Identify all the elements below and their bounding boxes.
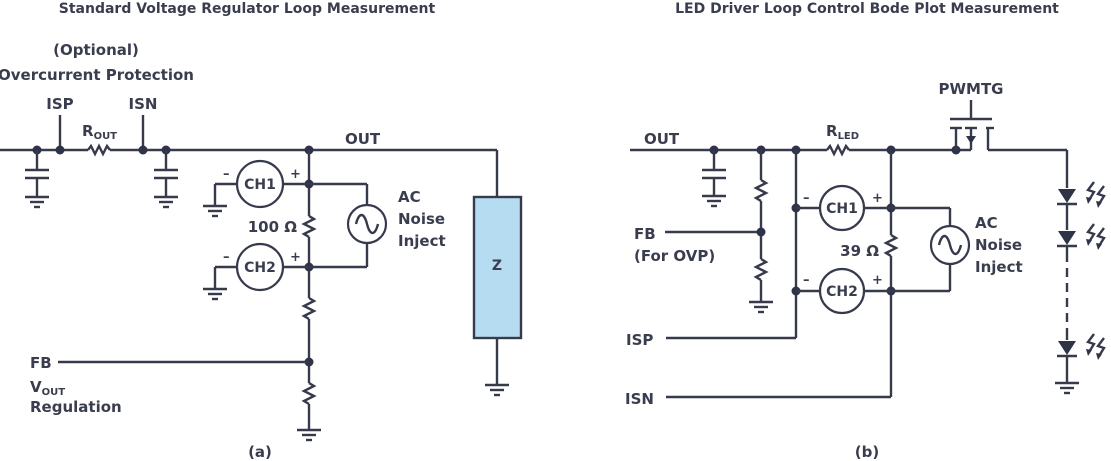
isn-label-b: ISN bbox=[625, 390, 654, 408]
svg-text:–: – bbox=[223, 167, 230, 182]
led-string bbox=[1053, 150, 1106, 395]
regulation-label: Regulation bbox=[30, 398, 122, 416]
svg-text:CH1: CH1 bbox=[826, 201, 858, 217]
led-1 bbox=[1055, 187, 1079, 206]
ac-label-a-2: Noise bbox=[398, 210, 445, 228]
rout-label: ROUT bbox=[82, 122, 117, 142]
optional-label: (Optional) bbox=[53, 41, 139, 59]
ch2-probe-b: CH2 – + bbox=[796, 267, 891, 315]
led-3 bbox=[1055, 339, 1079, 358]
pwmtg-label: PWMTG bbox=[938, 80, 1003, 98]
svg-text:–: – bbox=[803, 191, 810, 206]
led-2 bbox=[1055, 229, 1079, 248]
diagram-a: Standard Voltage Regulator Loop Measurem… bbox=[0, 1, 523, 461]
fb-label-b: FB bbox=[634, 225, 656, 243]
ac-label-b-1: AC bbox=[975, 214, 998, 232]
ch1-probe-a: CH1 – + bbox=[201, 159, 309, 218]
load-z: Z bbox=[472, 195, 523, 397]
ch1-probe-b: CH1 – + bbox=[796, 184, 891, 232]
resistor-value-b: 39 Ω bbox=[840, 242, 879, 260]
caption-b: (b) bbox=[855, 443, 879, 461]
overcurrent-label: Overcurrent Protection bbox=[0, 66, 194, 84]
out-label-a: OUT bbox=[345, 130, 381, 148]
isp-label: ISP bbox=[46, 95, 73, 113]
svg-text:+: + bbox=[290, 250, 301, 265]
svg-text:+: + bbox=[290, 167, 301, 182]
svg-text:+: + bbox=[872, 273, 883, 288]
fb-note: (For OVP) bbox=[634, 247, 715, 265]
capacitor-2 bbox=[152, 150, 180, 209]
caption-a: (a) bbox=[248, 443, 272, 461]
pwm-mosfet bbox=[950, 100, 1067, 152]
main-rail-a bbox=[0, 115, 499, 197]
svg-text:–: – bbox=[223, 250, 230, 265]
isp-label-b: ISP bbox=[626, 331, 653, 349]
fb-label-a: FB bbox=[30, 354, 52, 372]
svg-text:Z: Z bbox=[492, 258, 502, 274]
svg-text:–: – bbox=[803, 273, 810, 288]
vout-label: VOUT bbox=[30, 378, 65, 398]
svg-text:CH2: CH2 bbox=[244, 260, 276, 276]
out-label-b: OUT bbox=[644, 130, 680, 148]
diagram-b-title: LED Driver Loop Control Bode Plot Measur… bbox=[675, 1, 1059, 17]
svg-text:CH1: CH1 bbox=[244, 177, 276, 193]
rled-label: RLED bbox=[826, 122, 859, 142]
diagram-b: LED Driver Loop Control Bode Plot Measur… bbox=[625, 1, 1106, 461]
svg-text:CH2: CH2 bbox=[826, 284, 858, 300]
svg-text:+: + bbox=[872, 191, 883, 206]
isn-label: ISN bbox=[129, 95, 158, 113]
fb-divider bbox=[665, 150, 775, 314]
ac-label-b-3: Inject bbox=[975, 258, 1023, 276]
ac-label-a-3: Inject bbox=[398, 232, 446, 250]
ac-source-a bbox=[309, 182, 388, 269]
ac-source-b bbox=[891, 206, 971, 293]
resistor-value-a: 100 Ω bbox=[248, 218, 298, 236]
ch2-probe-a: CH2 – + bbox=[201, 242, 309, 301]
ac-label-a-1: AC bbox=[398, 188, 421, 206]
capacitor-1 bbox=[23, 150, 51, 209]
capacitor-b bbox=[700, 150, 728, 208]
ac-label-b-2: Noise bbox=[975, 236, 1022, 254]
diagram-a-title: Standard Voltage Regulator Loop Measurem… bbox=[59, 1, 436, 17]
